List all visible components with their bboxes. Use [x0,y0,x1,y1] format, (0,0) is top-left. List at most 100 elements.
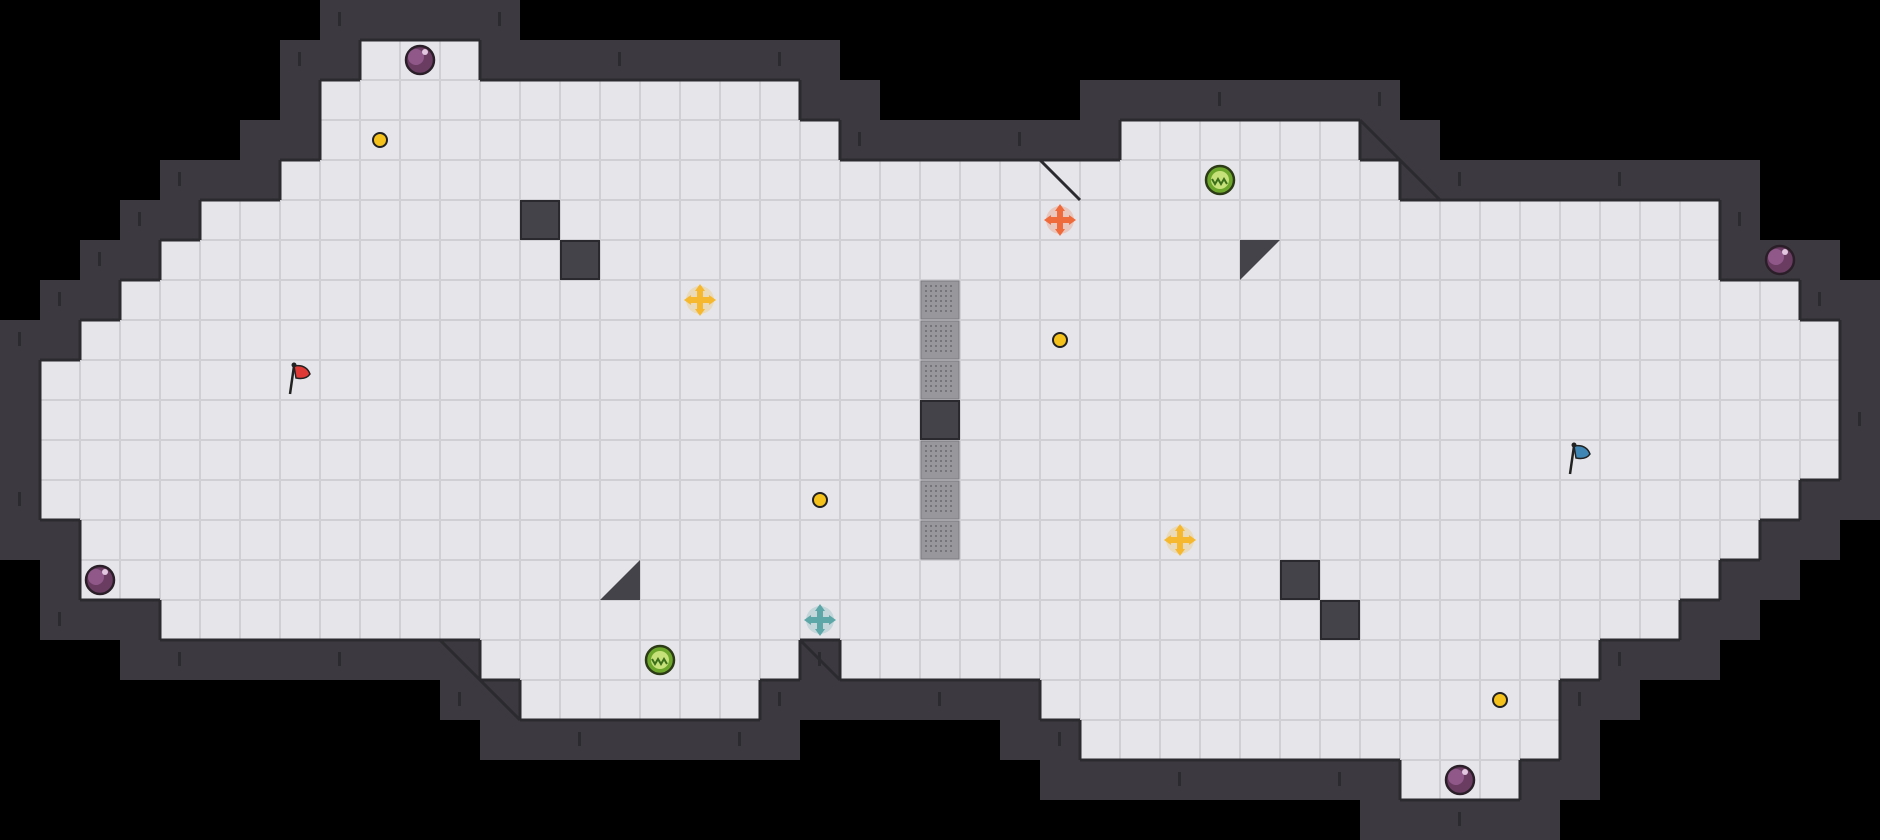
floor-tile [480,160,520,200]
floor-tile [40,440,80,480]
floor-tile [960,160,1000,200]
wall-tile [1760,560,1800,600]
floor-tile [840,200,880,240]
floor-tile [560,520,600,560]
floor-tile [800,560,840,600]
floor-tile [1600,400,1640,440]
floor-tile [800,160,840,200]
wall-tile [1280,760,1320,800]
floor-tile [880,480,920,520]
floor-tile [1120,440,1160,480]
floor-tile [720,80,760,120]
floor-tile [1360,360,1400,400]
floor-tile [1160,200,1200,240]
floor-tile [520,160,560,200]
wall-notch [1058,732,1061,746]
wall-tile [840,80,880,120]
floor-tile [680,120,720,160]
floor-tile [1120,640,1160,680]
floor-tile [600,240,640,280]
floor-tile [1000,640,1040,680]
floor-tile [1320,360,1360,400]
floor-tile [760,600,800,640]
floor-tile [1320,480,1360,520]
wall-tile [800,40,840,80]
floor-tile [1440,280,1480,320]
speed-boost-icon [1164,524,1196,556]
floor-tile [520,120,560,160]
floor-tile [600,280,640,320]
floor-tile [200,440,240,480]
blue-flag-icon [1568,442,1591,475]
floor-tile [1240,640,1280,680]
floor-tile [720,200,760,240]
floor-tile [1480,520,1520,560]
floor-tile [960,600,1000,640]
floor-tile [1760,440,1800,480]
floor-tile [1120,360,1160,400]
floor-tile [1040,360,1080,400]
floor-tile [1040,600,1080,640]
wall-tile [120,600,160,640]
floor-tile [80,520,120,560]
wall-tile [1240,80,1280,120]
floor-tile [320,120,360,160]
floor-tile [680,640,720,680]
floor-tile [520,480,560,520]
floor-tile [1440,640,1480,680]
wall-tile [1800,480,1840,520]
floor-tile [360,400,400,440]
floor-tile [1000,240,1040,280]
floor-tile [240,480,280,520]
floor-tile [360,360,400,400]
floor-tile [1240,520,1280,560]
wall-tile [1680,640,1720,680]
floor-tile [200,200,240,240]
wall-notch [1578,692,1581,706]
floor-tile [840,480,880,520]
floor-tile [1200,520,1240,560]
floor-tile [840,280,880,320]
floor-tile [560,120,600,160]
wall-tile [40,520,80,560]
floor-tile [1200,360,1240,400]
floor-tile [1440,720,1480,760]
floor-tile [880,240,920,280]
floor-tile [560,680,600,720]
floor-tile [1440,240,1480,280]
floor-tile [1640,280,1680,320]
floor-tile [1400,400,1440,440]
floor-tile [1360,520,1400,560]
floor-tile [360,280,400,320]
floor-tile [1520,520,1560,560]
floor-tile [1200,720,1240,760]
floor-tile [440,160,480,200]
floor-tile [720,520,760,560]
floor-tile [1440,600,1480,640]
wall-tile [1760,520,1800,560]
floor-tile [1040,240,1080,280]
floor-tile [1200,440,1240,480]
floor-tile [440,480,480,520]
floor-tile [480,480,520,520]
grate-tile [920,280,960,320]
floor-tile [120,560,160,600]
floor-tile [1720,280,1760,320]
wall-tile [240,640,280,680]
floor-tile [1080,480,1120,520]
floor-tile [760,640,800,680]
wall-tile [1560,760,1600,800]
floor-tile [1040,400,1080,440]
floor-tile [440,440,480,480]
floor-tile [120,480,160,520]
floor-tile [1800,400,1840,440]
floor-tile [1200,400,1240,440]
floor-tile [1800,440,1840,480]
floor-tile [920,240,960,280]
floor-tile [880,640,920,680]
wall-tile [280,640,320,680]
floor-tile [120,320,160,360]
floor-tile [1480,560,1520,600]
wall-tile [1240,760,1280,800]
